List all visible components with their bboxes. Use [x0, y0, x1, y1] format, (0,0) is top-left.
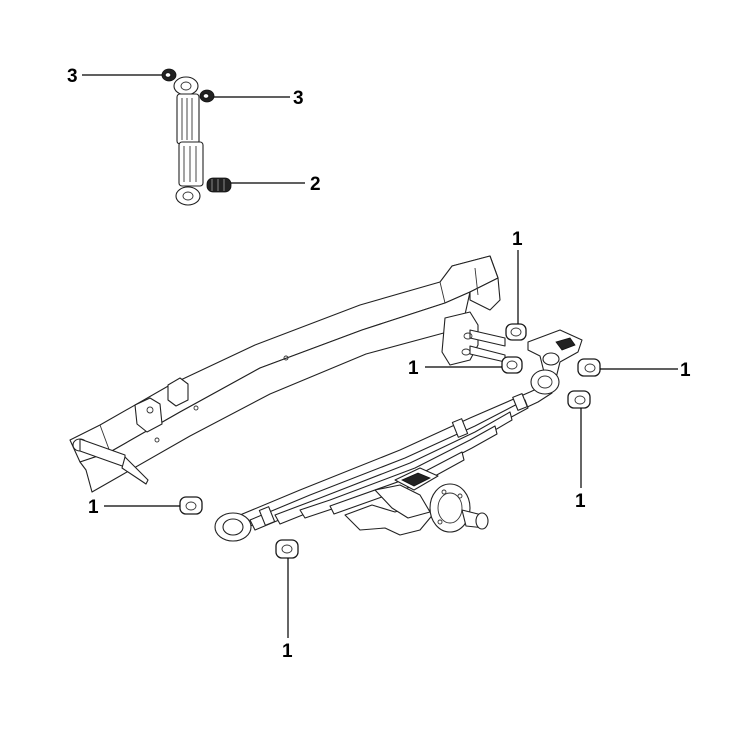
bushing-rear-right-upper: [577, 358, 601, 377]
frame-rail: [69, 255, 501, 493]
bushing-rear-lower: [501, 356, 523, 374]
callout-1-bottom: 1: [282, 641, 293, 662]
callout-1-mid-right: 1: [680, 360, 691, 381]
callout-labels: 3 3 2 1 1 1 1 1 1: [67, 66, 691, 662]
rear-shackle-hanger: [441, 311, 506, 366]
axle-hub: [344, 483, 489, 536]
callout-1-mid-left: 1: [408, 358, 419, 379]
front-spring-pin: [72, 438, 149, 485]
shock-lower-bushing: [206, 177, 232, 193]
shock-upper-bushing-right: [199, 89, 215, 103]
callout-1-top: 1: [512, 229, 523, 250]
bushing-rear-upper: [505, 323, 527, 341]
callout-3-upper-right: 3: [293, 88, 304, 109]
shock-absorber: [173, 76, 204, 206]
rear-shackle-plate: [527, 329, 583, 379]
leader-lines: [82, 74, 678, 638]
bushing-rear-right-lower: [567, 390, 591, 409]
leaf-spring: [214, 369, 560, 542]
bushing-front-lower: [275, 539, 299, 559]
callout-1-front-left: 1: [88, 497, 99, 518]
callout-1-right-lower: 1: [575, 491, 586, 512]
callout-2: 2: [310, 174, 321, 195]
bushing-front-upper: [179, 496, 203, 515]
shock-upper-bushing-left: [161, 68, 177, 82]
callout-3-upper-left: 3: [67, 66, 78, 87]
